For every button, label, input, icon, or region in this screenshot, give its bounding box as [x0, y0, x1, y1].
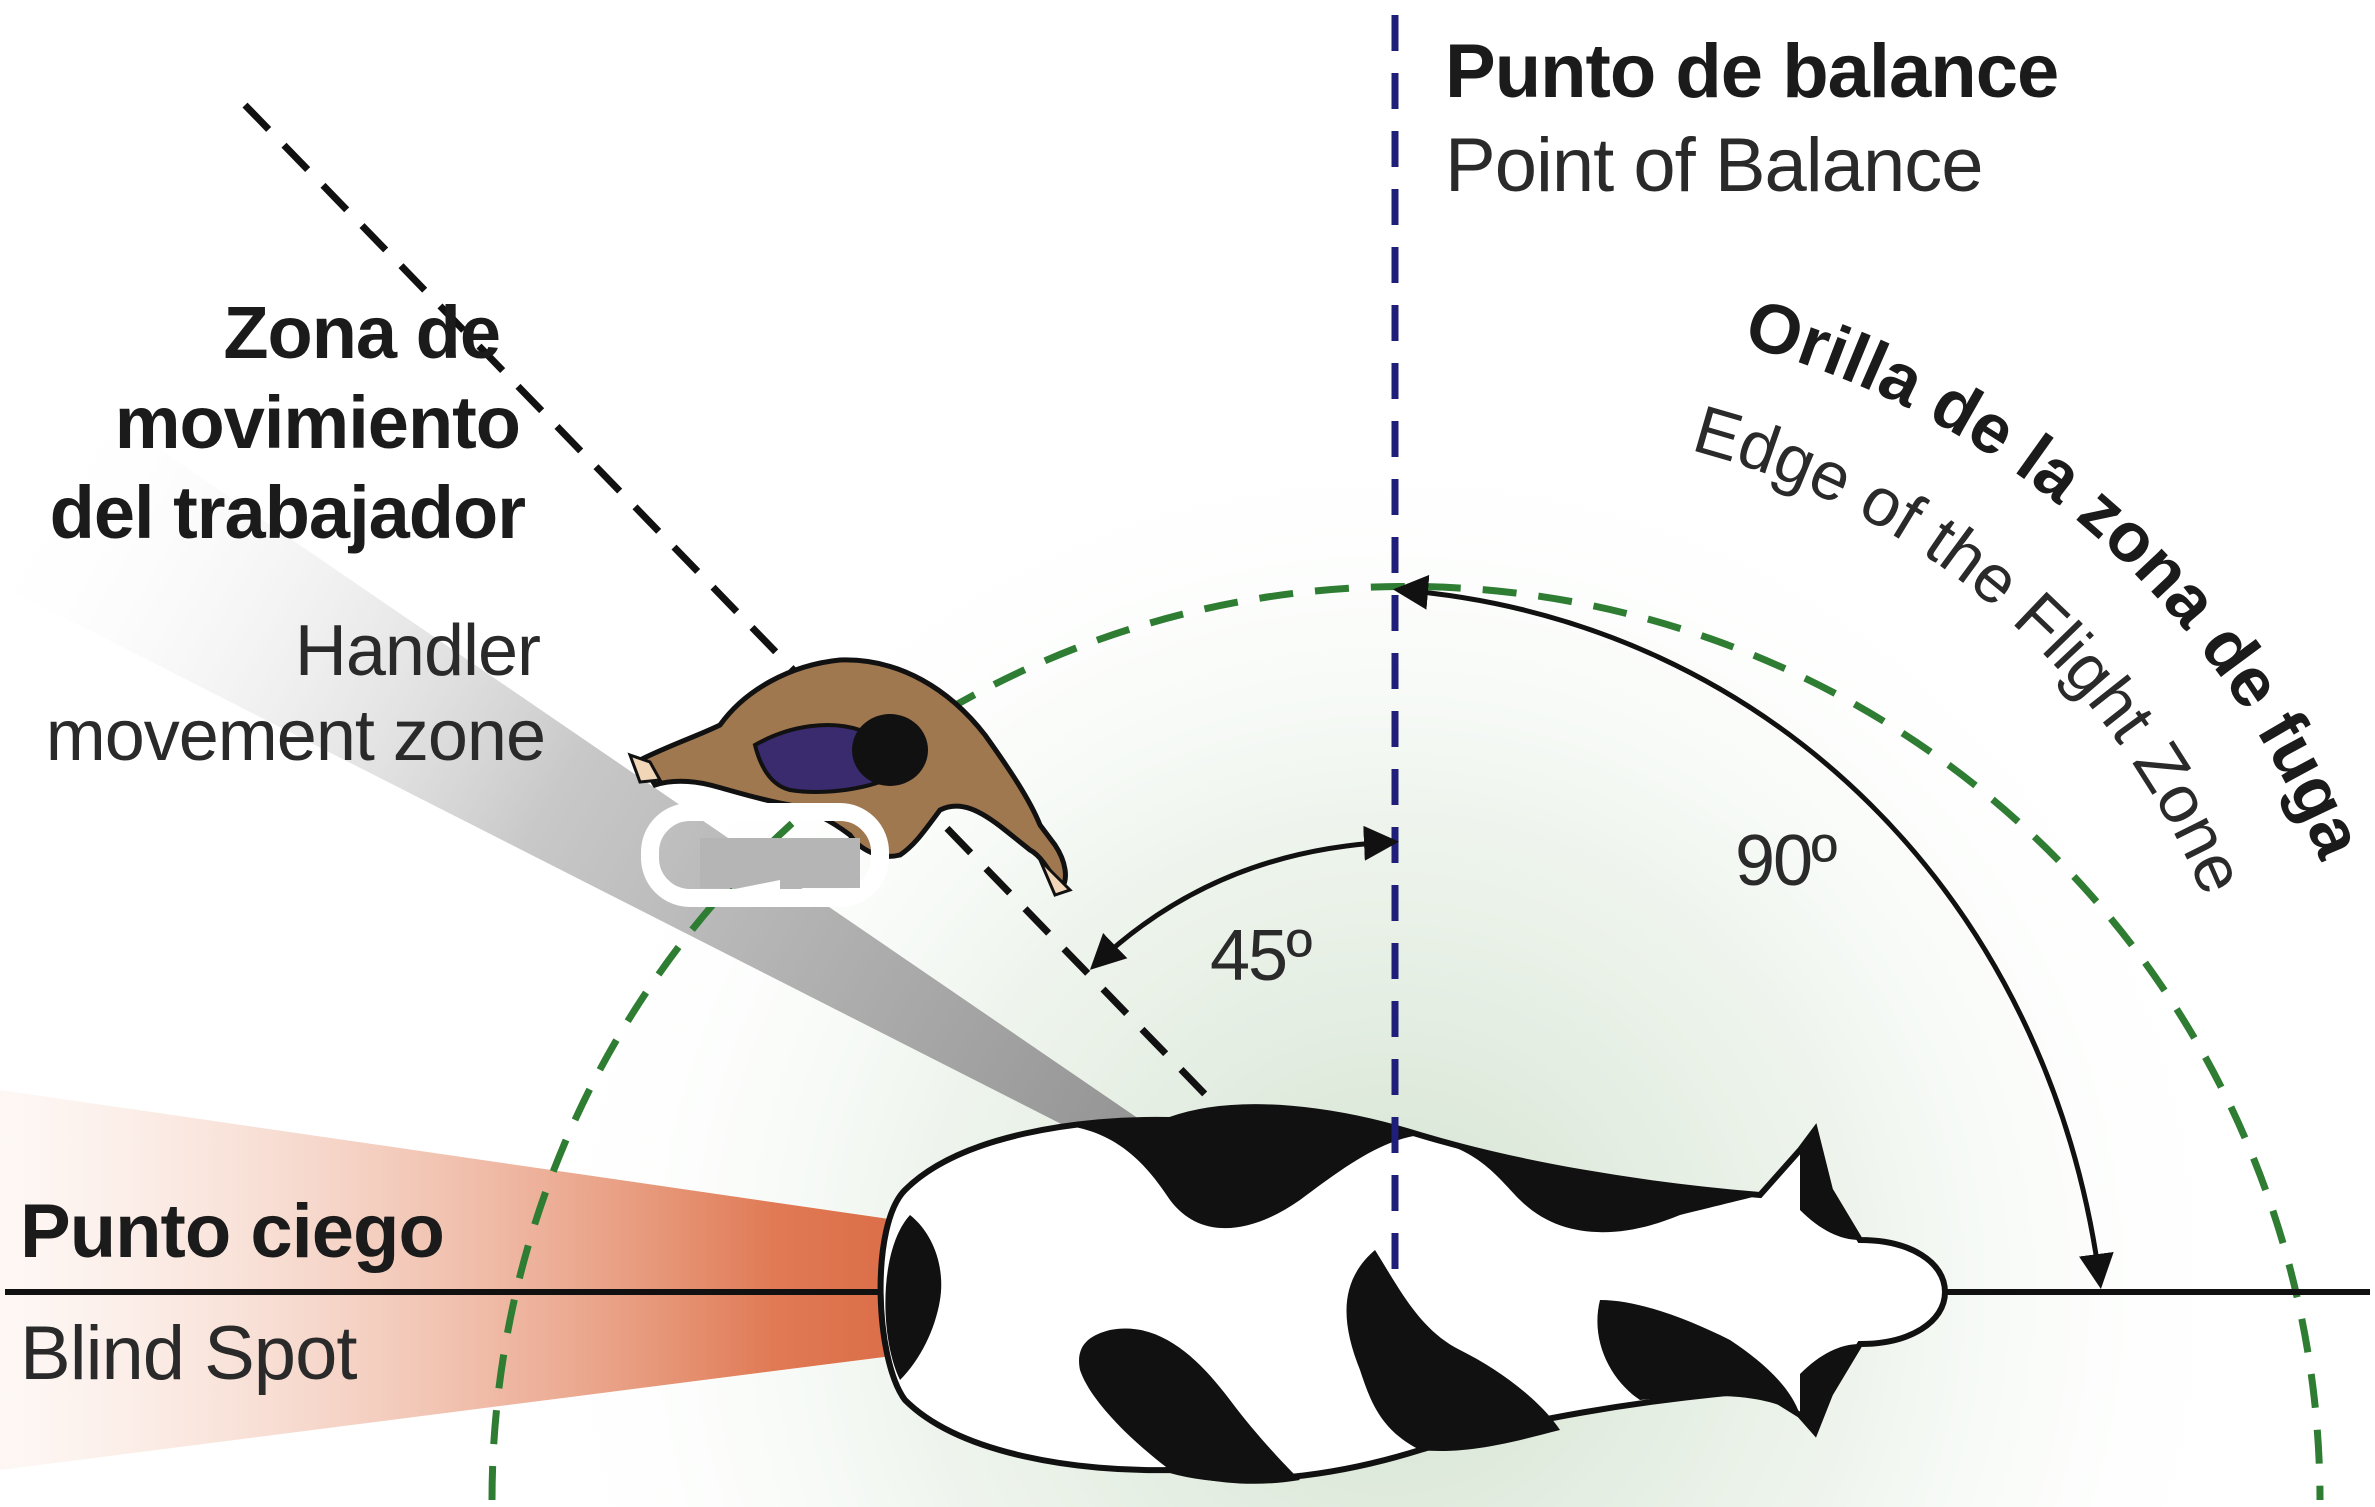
flight-zone-edge-label-es: Orilla de la zona de fuga — [1738, 284, 2375, 869]
point-of-balance-label-es: Punto de balance — [1445, 29, 2059, 114]
repeat-arrow-icon — [641, 803, 889, 907]
angle-45-label: 45º — [1210, 916, 1312, 996]
blind-spot-label-en: Blind Spot — [20, 1311, 357, 1396]
handler-45-line — [242, 102, 1398, 1293]
point-of-balance-label-en: Point of Balance — [1445, 123, 1983, 208]
angle-90-arrow — [1393, 574, 2114, 1289]
angle-90-label: 90º — [1735, 821, 1837, 901]
angle-45-arrow — [1089, 825, 1399, 970]
blind-spot-zone — [0, 1090, 1392, 1470]
blind-spot-label-es: Punto ciego — [20, 1189, 445, 1274]
handler-zone-label-es-1: Zona de — [223, 291, 501, 374]
handler-zone-label-es-2: movimiento — [114, 381, 521, 464]
handler-zone-label-es-3: del trabajador — [49, 471, 526, 554]
flight-zone-edge — [488, 582, 2324, 1501]
handler-zone-label-en-1: Handler — [294, 611, 541, 691]
handler-zone-label-en-2: movement zone — [45, 696, 546, 776]
